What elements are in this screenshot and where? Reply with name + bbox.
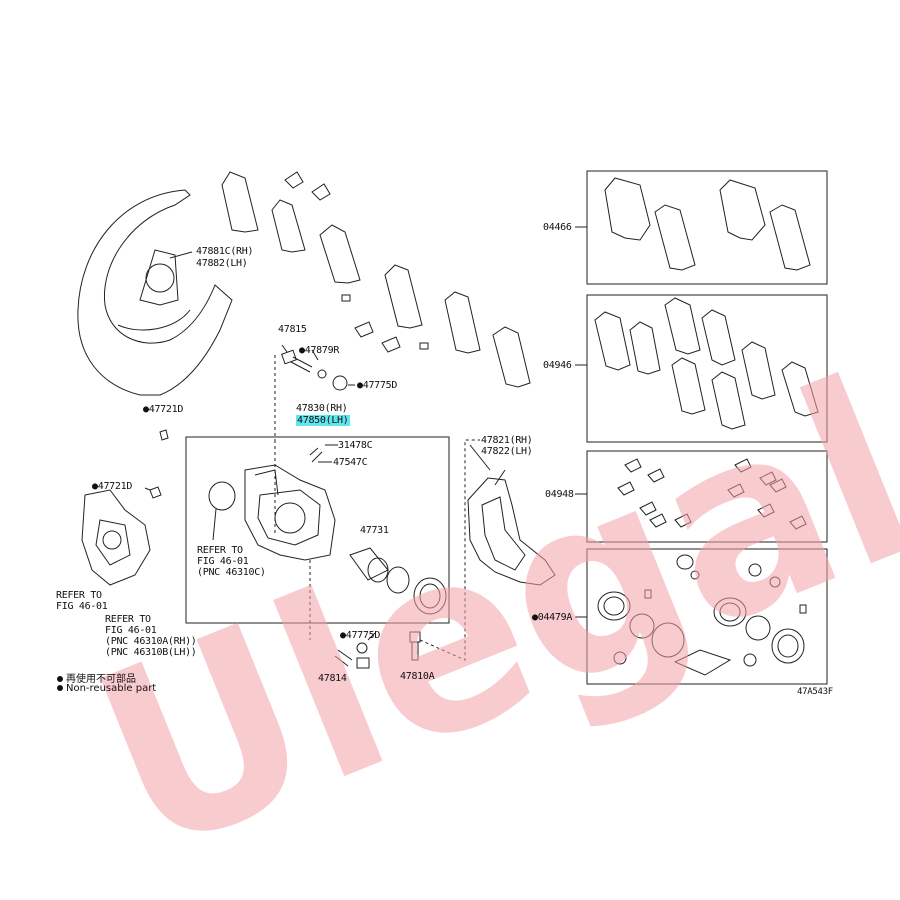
label-47830: 47830(RH): [296, 403, 348, 414]
label-47721d-mid: ●47721D: [92, 481, 133, 492]
ref-a-line1: REFER TO: [197, 545, 243, 556]
label-47879r: ●47879R: [299, 345, 340, 356]
label-47814: 47814: [318, 673, 347, 684]
non-reusable-dot-icon: [57, 676, 63, 682]
lower-bolts: [334, 631, 421, 669]
panel-leaders: [575, 226, 587, 618]
guide-pin-bolt: [281, 349, 348, 391]
pads-04946: [594, 297, 819, 430]
label-47547c: 47547C: [333, 457, 368, 468]
steering-knuckle: [81, 489, 151, 586]
label-47775d-bottom: ●47775D: [340, 630, 381, 641]
ref-c-line1: REFER TO: [105, 614, 151, 625]
label-47775d-top: ●47775D: [357, 380, 398, 391]
caliper-mounting-bracket: [467, 469, 556, 586]
label-47810a: 47810A: [400, 671, 435, 682]
caliper-assembly-box: [185, 436, 450, 624]
label-47882: 47882(LH): [196, 258, 248, 269]
non-reusable-dot-icon: [57, 685, 63, 691]
legend-english: Non-reusable part: [57, 683, 156, 694]
caliper-body: [244, 447, 336, 561]
leader-line: [212, 508, 217, 541]
label-31478c: 31478C: [338, 440, 373, 451]
label-04948: 04948: [545, 489, 574, 500]
brake-pad-set-top: [221, 171, 531, 388]
label-47881c: 47881C(RH): [196, 246, 254, 257]
label-47815: 47815: [278, 324, 307, 335]
leader-line-lower: [309, 439, 480, 661]
label-47731: 47731: [360, 525, 389, 536]
label-47850-highlight: 47850(LH): [296, 415, 350, 426]
label-04479a: ●04479A: [532, 612, 573, 623]
seal-kit-04479a: [597, 554, 807, 676]
panel-04466: [586, 170, 828, 285]
ref-c-line4: (PNC 46310B(LH)): [105, 647, 197, 658]
label-47721d-top: ●47721D: [143, 404, 184, 415]
piston-and-seals: [349, 547, 447, 615]
label-04946: 04946: [543, 360, 572, 371]
clips-04948: [617, 458, 807, 530]
figure-code: 47A543F: [797, 687, 833, 697]
dust-shield: [77, 189, 233, 396]
legend-japanese: 再使用不可部品: [57, 670, 136, 685]
panel-04948: [586, 450, 828, 543]
legend-japanese-text: 再使用不可部品: [66, 674, 136, 685]
pads-04466: [604, 177, 811, 271]
legend-english-text: Non-reusable part: [66, 683, 157, 694]
panel-04946: [586, 294, 828, 443]
ref-b-line1: REFER TO: [56, 590, 102, 601]
ref-a-line2: FIG 46-01: [197, 556, 249, 567]
label-04466: 04466: [543, 222, 572, 233]
label-47822: 47822(LH): [481, 446, 533, 457]
ref-c-line3: (PNC 46310A(RH)): [105, 636, 197, 647]
bolt-small: [149, 486, 162, 499]
caliper-seal-ring: [208, 481, 236, 511]
label-47850: 47850(LH): [296, 415, 350, 426]
bolt-small: [159, 429, 169, 441]
label-leaders: [144, 251, 491, 641]
ref-c-line2: FIG 46-01: [105, 625, 157, 636]
label-47821: 47821(RH): [481, 435, 533, 446]
ref-a-line3: (PNC 46310C): [197, 567, 266, 578]
ref-b-line2: FIG 46-01: [56, 601, 108, 612]
